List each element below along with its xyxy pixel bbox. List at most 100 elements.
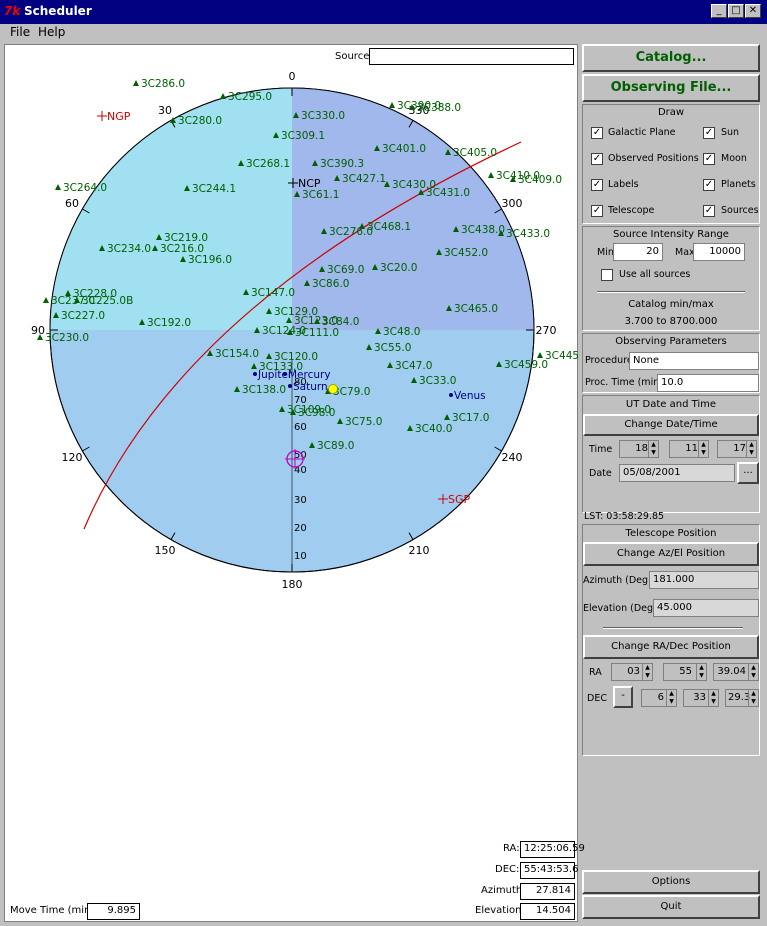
source-marker <box>319 266 325 272</box>
azimuth-label: 60 <box>65 197 79 210</box>
quit-button[interactable]: Quit <box>582 895 760 919</box>
dec-degrees-value: 6 <box>644 692 664 703</box>
date-field[interactable]: 05/08/2001 <box>619 464 735 482</box>
minute-spinner[interactable]: 11 ▲▼ <box>669 440 709 458</box>
menu-help[interactable]: Help <box>38 25 66 39</box>
procedure-label: Procedure <box>585 355 633 366</box>
source-label: 3C133.0 <box>259 361 303 373</box>
source-label: 3C20.0 <box>380 262 417 274</box>
elevation-label: 20 <box>294 523 307 534</box>
max-intensity-input[interactable]: 10000 <box>693 243 745 261</box>
ra-readout: 12:25:06.59 <box>520 841 585 858</box>
spinner-arrows-icon[interactable]: ▲▼ <box>748 664 758 680</box>
source-marker <box>337 418 343 424</box>
moon-checkbox[interactable]: ✓ <box>703 153 715 165</box>
source-marker <box>409 104 415 110</box>
telescope-checkbox[interactable]: ✓ <box>591 205 603 217</box>
observed-positions-checkbox[interactable]: ✓ <box>591 153 603 165</box>
sun-label: Sun <box>721 127 740 138</box>
spinner-arrows-icon[interactable]: ▲▼ <box>748 690 758 706</box>
source-label: 3C468.1 <box>367 221 411 233</box>
catalog-button[interactable]: Catalog... <box>582 44 760 72</box>
change-radec-button[interactable]: Change RA/Dec Position <box>583 635 759 659</box>
source-label: 3C109.0 <box>287 404 331 416</box>
dec-degrees-spinner[interactable]: 6 ▲▼ <box>641 689 677 707</box>
proc-time-input[interactable]: 10.0 <box>657 374 759 392</box>
source-marker <box>293 112 299 118</box>
dec-seconds-spinner[interactable]: 29.3 ▲▼ <box>725 689 759 707</box>
azimuth-field[interactable]: 181.000 <box>649 571 759 589</box>
second-value: 17 <box>720 443 746 454</box>
source-label: 3C230.0 <box>45 332 89 344</box>
sky-map[interactable]: 0306090120150180210240270300330807060504… <box>5 45 579 923</box>
sources-checkbox[interactable]: ✓ <box>703 205 715 217</box>
sun-checkbox[interactable]: ✓ <box>703 127 715 139</box>
second-spinner[interactable]: 17 ▲▼ <box>717 440 757 458</box>
telescope-divider <box>603 627 743 629</box>
elevation-field[interactable]: 45.000 <box>653 599 759 617</box>
source-label: 3C276.0 <box>329 226 373 238</box>
source-marker <box>43 297 49 303</box>
intensity-title: Source Intensity Range <box>613 229 729 240</box>
source-marker <box>309 442 315 448</box>
menu-file[interactable]: File <box>10 25 31 39</box>
dec-minutes-spinner[interactable]: 33 ▲▼ <box>683 689 719 707</box>
source-marker <box>279 406 285 412</box>
source-marker <box>498 230 504 236</box>
close-button[interactable]: ✕ <box>745 4 761 18</box>
source-field[interactable] <box>369 48 574 65</box>
source-label: 3C390.0 <box>397 100 441 112</box>
source-label: 3C427.1 <box>342 173 386 185</box>
planets-label: Planets <box>721 179 756 190</box>
ra-minutes-spinner[interactable]: 55 ▲▼ <box>663 663 707 681</box>
labels-checkbox[interactable]: ✓ <box>591 179 603 191</box>
observing-group: Observing Parameters Procedure None Proc… <box>582 333 760 393</box>
hour-spinner[interactable]: 18 ▲▼ <box>619 440 659 458</box>
azimuth-tick <box>170 532 176 540</box>
ra-seconds-spinner[interactable]: 39.04 ▲▼ <box>713 663 759 681</box>
source-marker <box>184 185 190 191</box>
date-picker-button[interactable]: ... <box>737 462 759 484</box>
spinner-arrows-icon[interactable]: ▲▼ <box>698 441 708 457</box>
ra-hours-spinner[interactable]: 03 ▲▼ <box>611 663 653 681</box>
observing-file-button[interactable]: Observing File... <box>582 74 760 102</box>
source-label: 3C390.3 <box>320 158 364 170</box>
source-marker <box>510 176 516 182</box>
source-marker <box>290 409 296 415</box>
procedure-input[interactable]: None <box>629 352 759 370</box>
azimuth-tick <box>494 208 502 214</box>
use-all-sources-checkbox[interactable] <box>601 269 613 281</box>
maximize-button[interactable]: □ <box>728 4 744 18</box>
min-intensity-input[interactable]: 20 <box>613 243 663 261</box>
source-marker <box>74 297 80 303</box>
source-marker <box>37 334 43 340</box>
change-date-time-button[interactable]: Change Date/Time <box>583 414 759 436</box>
elevation-readout-label: Elevation: <box>475 905 525 916</box>
source-marker <box>170 117 176 123</box>
source-marker <box>372 264 378 270</box>
source-label: 3C40.0 <box>415 423 452 435</box>
dec-minutes-value: 33 <box>686 692 706 703</box>
spinner-arrows-icon[interactable]: ▲▼ <box>696 664 706 680</box>
minimize-button[interactable]: _ <box>711 4 727 18</box>
ngp-label: NGP <box>107 110 131 123</box>
spinner-arrows-icon[interactable]: ▲▼ <box>746 441 756 457</box>
source-label: 3C192.0 <box>147 317 191 329</box>
azimuth-label: 30 <box>158 104 172 117</box>
spinner-arrows-icon[interactable]: ▲▼ <box>642 664 652 680</box>
source-label: 3C465.0 <box>454 303 498 315</box>
galactic-plane-checkbox[interactable]: ✓ <box>591 127 603 139</box>
options-button[interactable]: Options <box>582 870 760 894</box>
spinner-arrows-icon[interactable]: ▲▼ <box>648 441 658 457</box>
azimuth-label: 270 <box>536 324 557 337</box>
source-marker <box>387 362 393 368</box>
source-marker <box>180 256 186 262</box>
spinner-arrows-icon[interactable]: ▲▼ <box>666 690 676 706</box>
spinner-arrows-icon[interactable]: ▲▼ <box>708 690 718 706</box>
dec-sign-button[interactable]: - <box>613 686 633 708</box>
planets-checkbox[interactable]: ✓ <box>703 179 715 191</box>
change-azel-button[interactable]: Change Az/El Position <box>583 542 759 566</box>
source-marker <box>251 363 257 369</box>
